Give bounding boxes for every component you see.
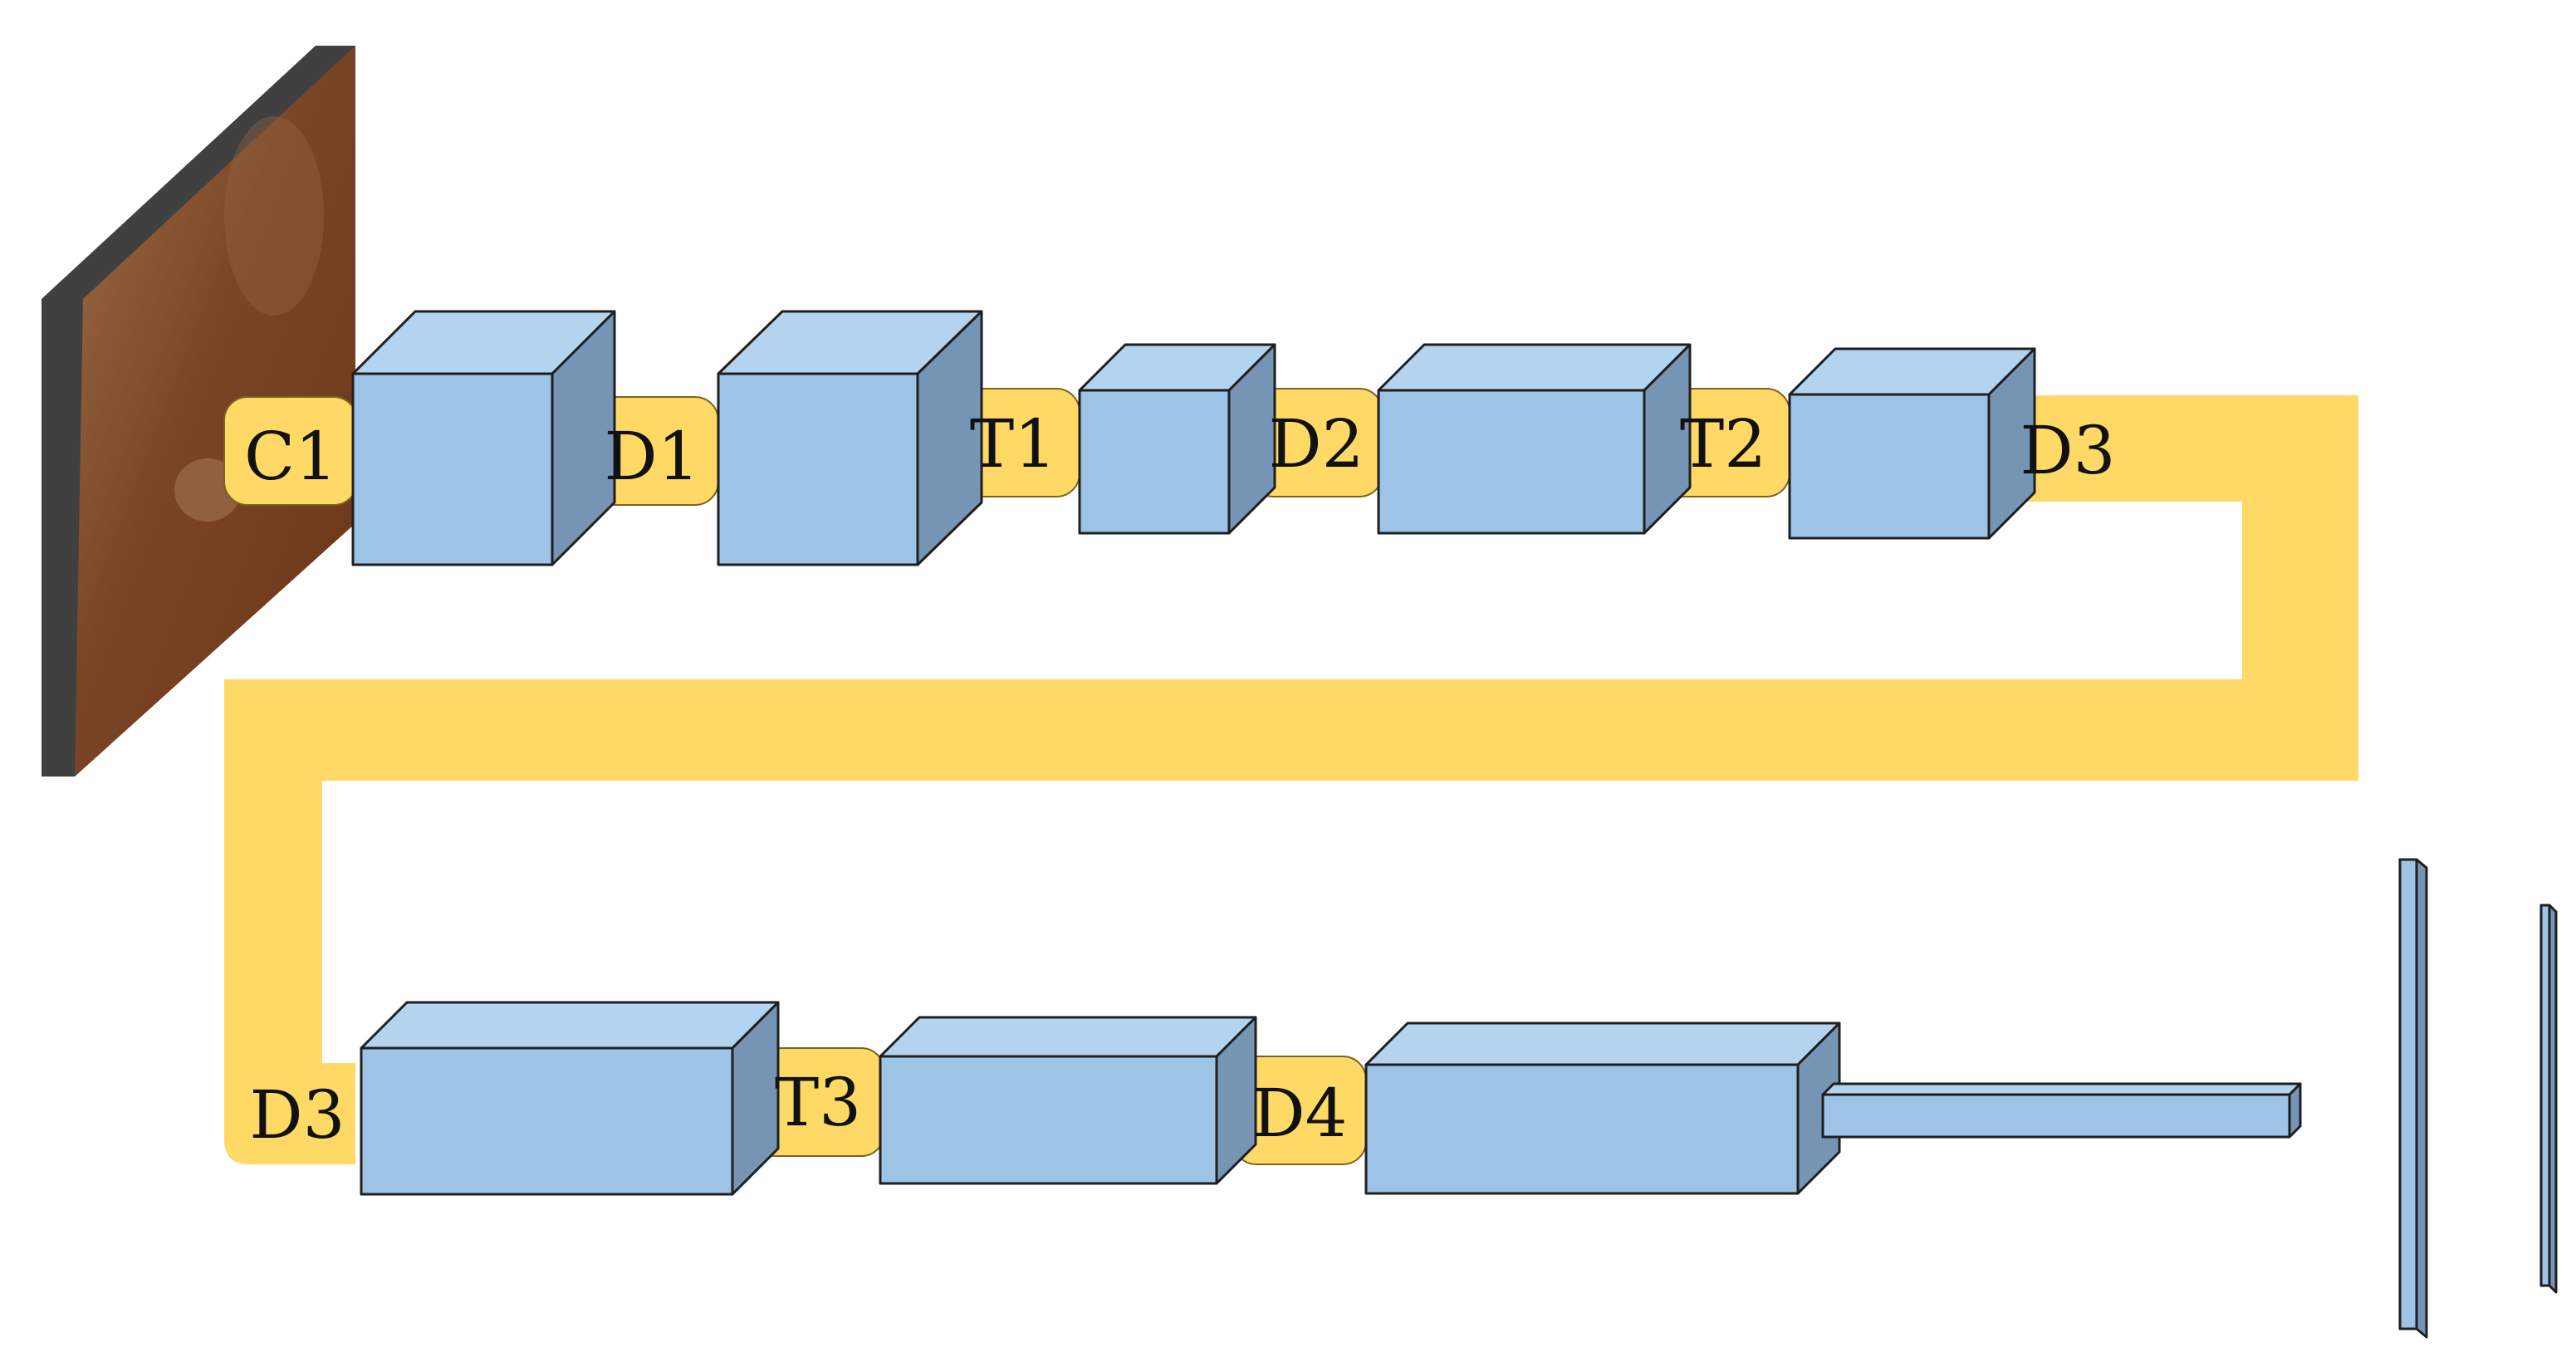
blocks	[351, 310, 2558, 1339]
input-image-texture	[75, 46, 355, 777]
label-d2: D2	[1268, 405, 1364, 483]
block-8	[1364, 1022, 1841, 1195]
block-5	[1788, 347, 2036, 540]
block-6	[360, 1001, 780, 1196]
input-image	[42, 46, 355, 777]
block-7	[879, 1016, 1257, 1185]
label-t3: T3	[775, 1064, 861, 1141]
block-3	[1078, 343, 1276, 535]
block-1	[351, 310, 616, 566]
input-image-shading	[224, 116, 324, 316]
label-c1: C1	[244, 418, 337, 495]
label-d1: D1	[604, 418, 699, 495]
layer-labels: C1 D1 T1 D2 T2 D3 D3 T3 D4	[244, 405, 2116, 1154]
flat-bar	[1821, 1082, 2302, 1139]
label-d3-top: D3	[2020, 412, 2115, 489]
label-t2: T2	[1680, 405, 1766, 483]
label-t1: T1	[970, 405, 1056, 483]
vertical-bar-1	[2398, 858, 2428, 1339]
block-4	[1377, 343, 1692, 535]
connector-band-top	[224, 395, 2358, 1164]
vertical-bar-2	[2539, 904, 2558, 1294]
block-2	[717, 310, 983, 566]
label-d4: D4	[1251, 1075, 1347, 1152]
label-d3-bottom: D3	[249, 1076, 345, 1154]
